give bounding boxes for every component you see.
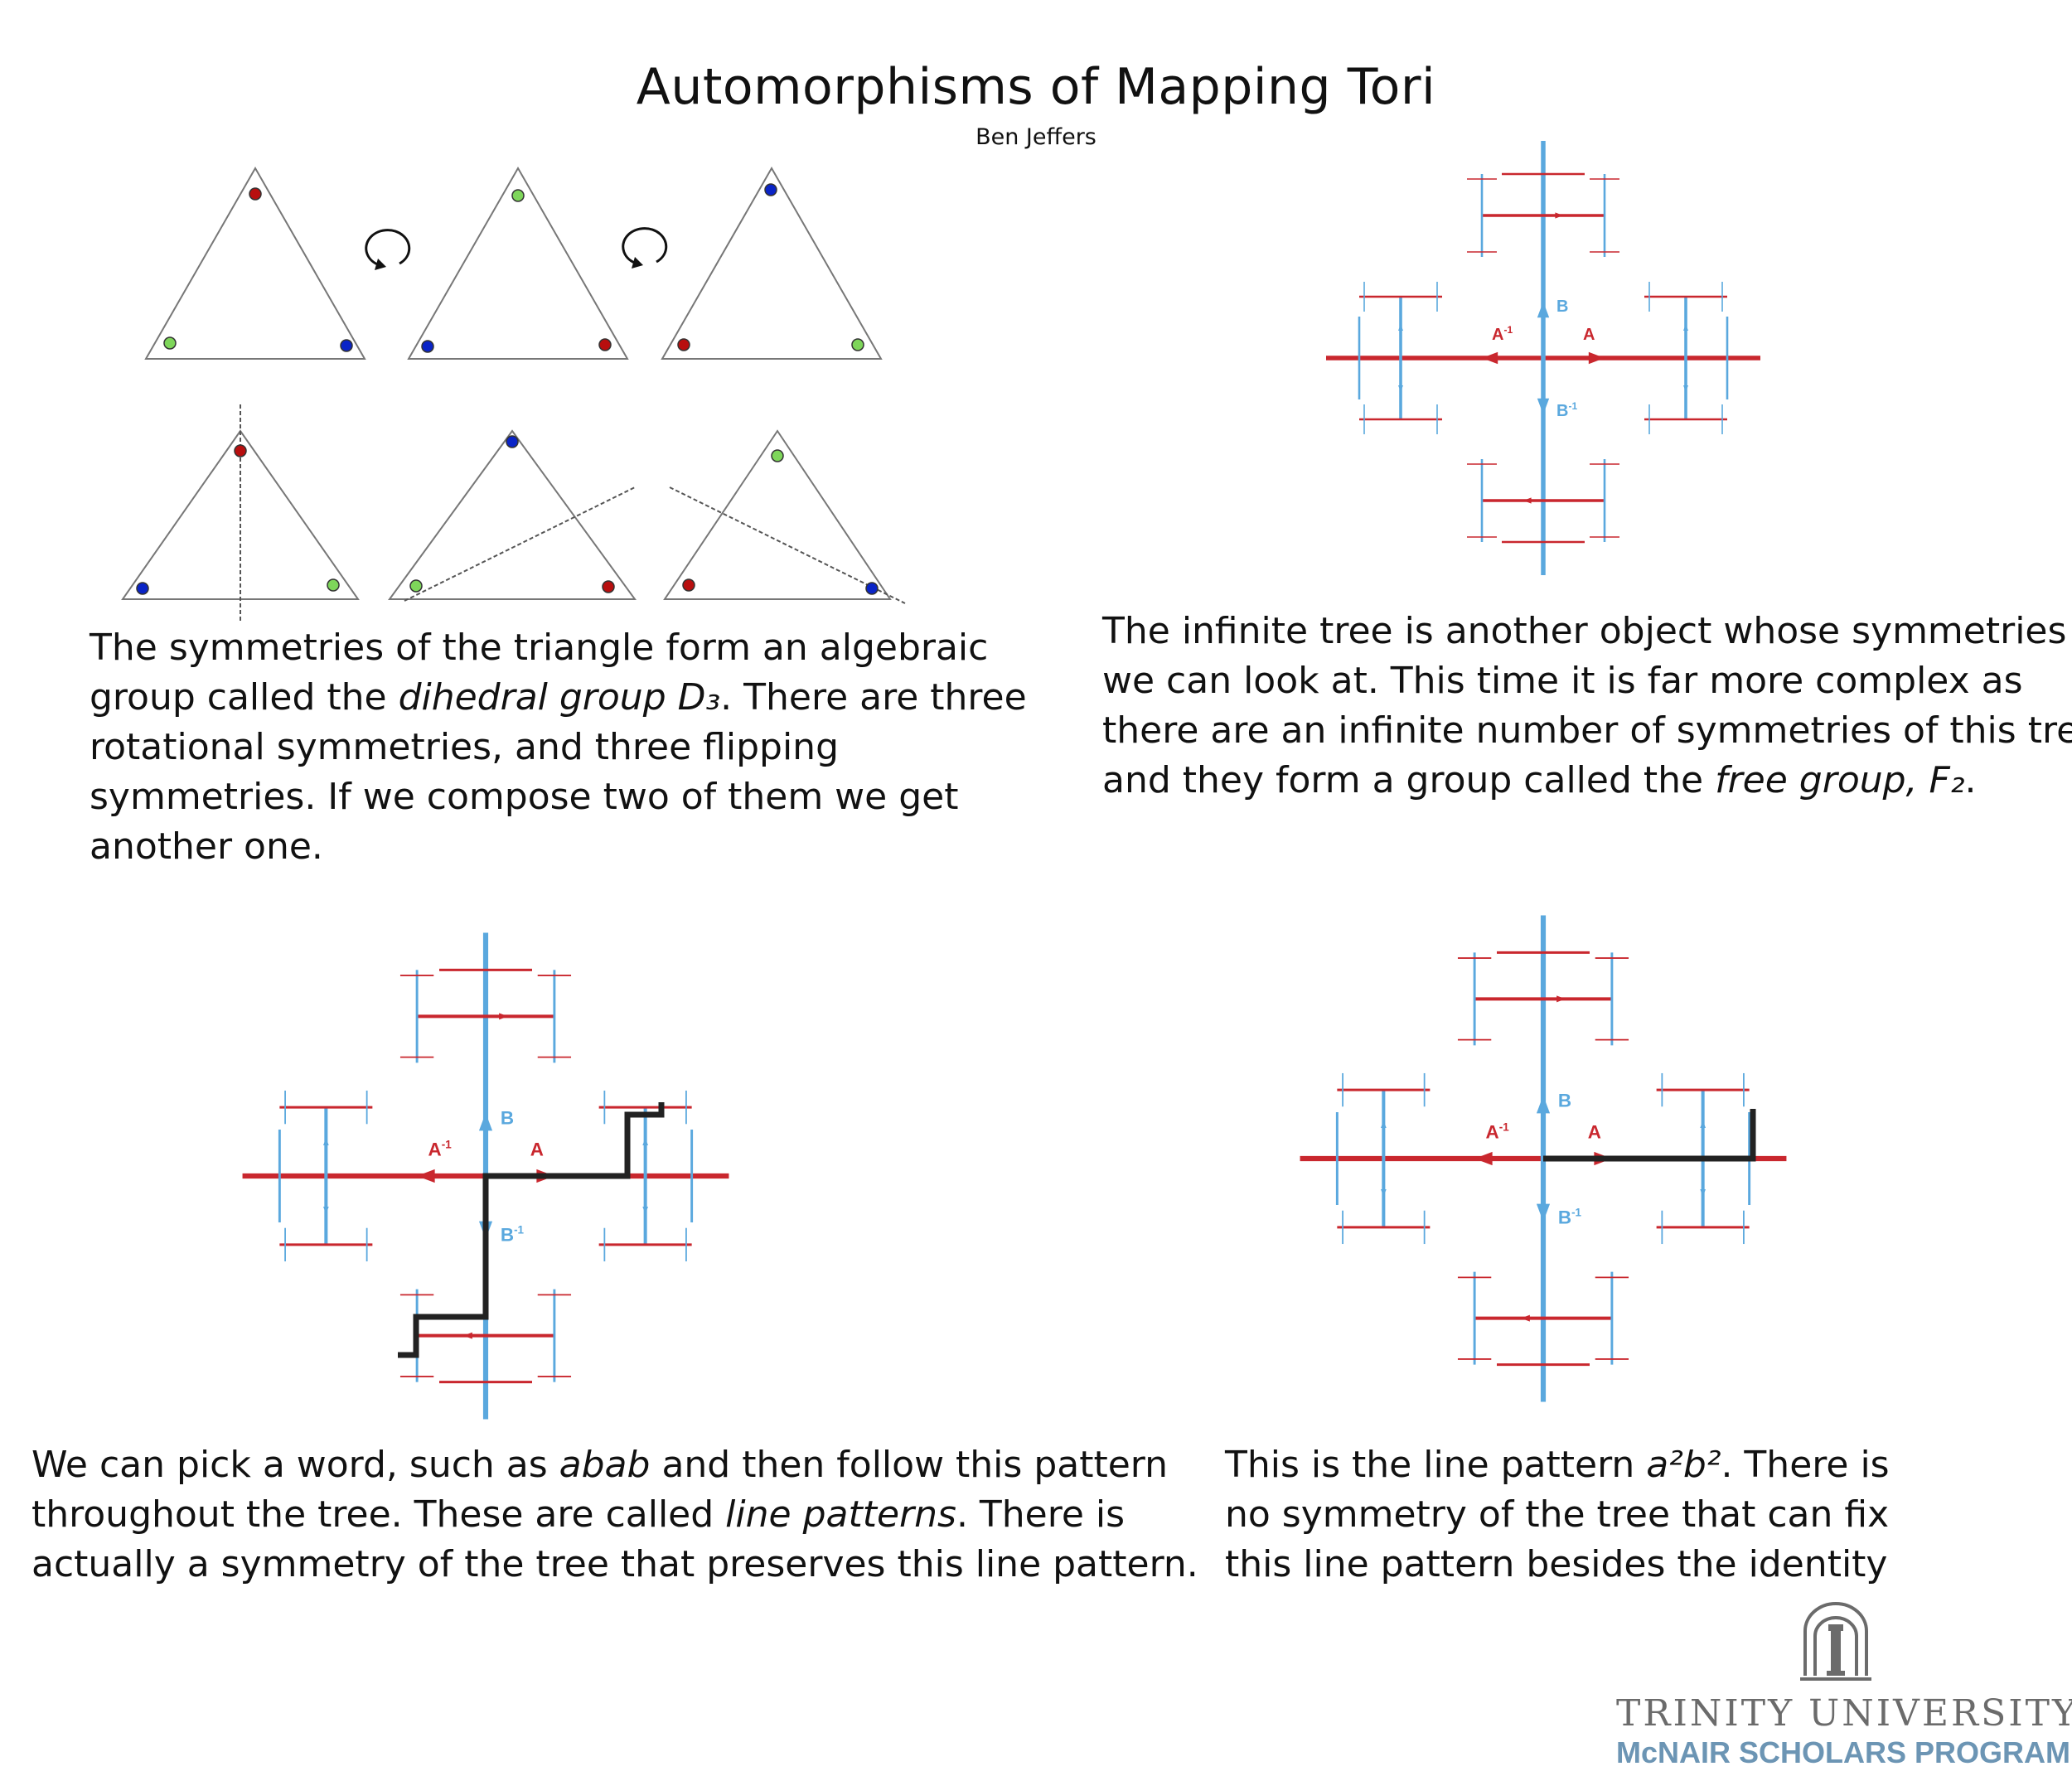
branch-arrow-icon [1700,1120,1706,1129]
b-arrow-icon [1537,302,1550,318]
b-inverse-arrow-icon [1536,1203,1551,1222]
branch-arrow-icon [1683,324,1688,331]
a-inverse-arrow-icon [417,1169,435,1183]
b-label: B [501,1107,514,1128]
branch-arrow-icon [1556,995,1566,1003]
vertex-dot-green [511,189,525,202]
vertex-dot-green [409,579,423,593]
b-label: B [1556,298,1568,316]
rotation-arrow-icon [365,227,668,267]
free-group-term: free group, F₂ [1715,759,1965,801]
triangle-3 [661,166,883,360]
branch-arrow-icon [642,1138,648,1146]
rotation-arrowhead-icon [632,257,643,269]
vertex-dot-green [771,449,784,462]
branch-arrow-icon [1683,385,1688,392]
page-title: Automorphisms of Mapping Tori [636,58,1436,116]
vertex-dot-blue [764,183,777,196]
vertex-dot-blue [865,582,879,595]
vertex-dot-green [327,578,340,592]
vertex-dot-red [234,444,247,457]
dihedral-group-term: dihedral group D₃ [398,676,721,719]
b-label: B [1558,1090,1571,1111]
branch-arrow-icon [1398,385,1403,392]
text-line: We can pick a word, such as abab and the… [31,1444,1168,1486]
branch-arrow-icon [463,1332,472,1339]
university-name: TRINITY UNIVERSITY [1616,1692,2072,1735]
branch-arrow-icon [1381,1188,1387,1197]
abab-line-pattern-path [398,1102,665,1358]
text-line: this line pattern besides the identity [1225,1543,1888,1585]
text-line: another one. [90,825,323,868]
text-line: there are an infinite number of symmetri… [1102,709,2072,752]
text-line: The infinite tree is another object whos… [1102,610,2067,652]
branch-arrow-icon [1398,324,1403,331]
triangle-5 [388,429,637,600]
a2b2-line-pattern-path [1543,1109,1756,1162]
text-line: no symmetry of the tree that can fix [1225,1493,1890,1536]
branch-arrow-icon [1523,497,1532,504]
vertex-dot-red [602,580,615,593]
a2b2-description: This is the line pattern a²b². There is … [1225,1440,1890,1590]
a-inverse-arrow-icon [1474,1151,1493,1166]
text-line: we can look at. This time it is far more… [1102,660,2023,702]
program-name: McNAIR SCHOLARS PROGRAM [1616,1735,2071,1769]
text-line: group called the dihedral group D₃. Ther… [90,676,1027,719]
line-patterns-term: line patterns [725,1493,956,1536]
branch-arrow-icon [499,1013,508,1020]
vertex-dot-blue [136,582,149,595]
a-label: A [1583,326,1595,344]
rotation-arrowhead-icon [375,259,386,270]
vertex-dot-red [677,338,690,351]
a-inverse-label: A-1 [1486,1120,1510,1142]
word-abab: abab [559,1444,651,1486]
vertex-dot-green [163,336,177,350]
branch-arrow-icon [642,1206,648,1214]
a-inverse-arrow-icon [1482,351,1498,365]
text-line: The symmetries of the triangle form an a… [90,627,989,669]
word-a2b2: a²b² [1646,1444,1721,1486]
text-line: rotational symmetries, and three flippin… [90,726,839,768]
vertex-dot-red [249,187,262,201]
text-line: throughout the tree. These are called li… [31,1493,1126,1536]
triangle-description: The symmetries of the triangle form an a… [90,623,1027,872]
branch-arrow-icon [1381,1120,1387,1129]
branch-arrow-icon [1555,212,1563,219]
abab-description: We can pick a word, such as abab and the… [31,1440,1198,1590]
a-label: A [1588,1121,1601,1142]
university-seal-icon [1800,1602,1871,1681]
reflection-axis-diagonal-2 [669,486,906,604]
a-label: A [530,1139,544,1159]
b-inverse-arrow-icon [1537,398,1550,414]
vertex-dot-blue [506,435,519,448]
vertex-dot-red [598,338,612,351]
a-arrow-icon [1588,351,1605,365]
triangle-1 [144,166,366,360]
b-inverse-label: B-1 [1558,1206,1582,1227]
triangle-2 [407,166,629,360]
vertex-dot-blue [340,339,353,352]
branch-arrow-icon [1521,1314,1530,1322]
author-name: Ben Jeffers [975,124,1097,150]
b-arrow-icon [478,1112,493,1131]
text-line: actually a symmetry of the tree that pre… [31,1543,1198,1585]
triangle-6 [663,429,892,600]
text-line: symmetries. If we compose two of them we… [90,776,959,818]
branch-arrow-icon [1700,1188,1706,1197]
vertex-dot-green [851,338,864,351]
tree-description: The infinite tree is another object whos… [1102,607,2072,806]
vertex-dot-blue [421,340,434,353]
branch-arrow-icon [323,1206,329,1214]
text-line: and they form a group called the free gr… [1102,759,1977,801]
b-arrow-icon [1536,1095,1551,1114]
branch-arrow-icon [323,1138,329,1146]
reflection-axis-diagonal-1 [404,486,636,602]
text-line: This is the line pattern a²b². There is [1225,1444,1890,1486]
vertex-dot-red [682,578,695,592]
